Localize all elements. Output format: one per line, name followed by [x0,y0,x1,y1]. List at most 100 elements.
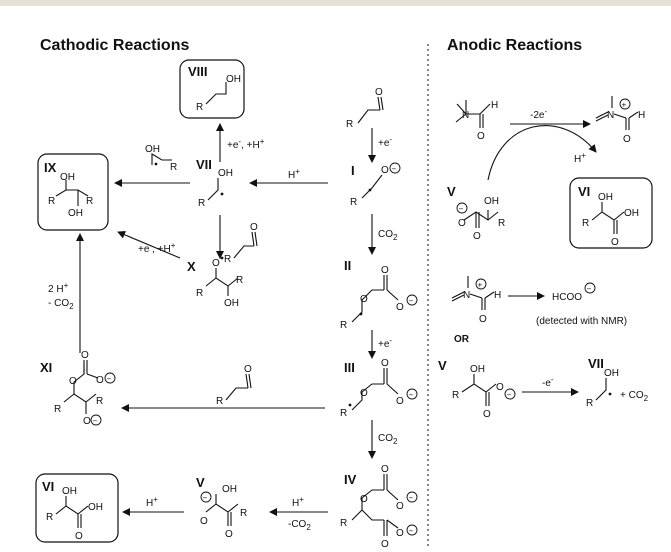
svg-text:+: + [478,281,483,290]
svg-text:N: N [462,110,469,121]
anodic-heading: Anodic Reactions [447,37,582,54]
svg-text:O: O [360,294,368,305]
cond-h-minus-co2: -CO2 [288,519,311,532]
svg-text:+: + [622,101,627,110]
cond-e-2: +e- [378,336,392,350]
svg-text:R: R [340,518,347,529]
svg-text:OH: OH [224,298,239,309]
svg-text:O: O [483,409,491,420]
svg-text:O: O [69,376,77,387]
svg-text:R: R [240,508,247,519]
svg-text:O: O [212,258,220,269]
structure-V-anodic: R OH O O − [456,196,505,242]
label-V-cathodic: V [196,475,205,490]
svg-text:R: R [452,390,459,401]
svg-text:O: O [381,265,389,276]
svg-text:R: R [54,404,61,415]
svg-text:R: R [48,196,55,207]
svg-text:O: O [623,134,631,145]
svg-text:O: O [396,528,404,539]
cond-h-1: H+ [288,167,300,181]
svg-text:R: R [216,396,223,407]
svg-text:OH: OH [145,144,160,155]
svg-text:O: O [81,350,89,361]
svg-text:R: R [346,119,353,130]
svg-text:N: N [607,110,614,121]
svg-text:H: H [494,290,501,301]
svg-text:OH: OH [624,208,639,219]
aldehyde-reagent: R O [224,222,258,265]
box-VI-anodic [569,177,653,249]
label-VII-anodic: VII [588,356,604,371]
svg-text:O: O [381,165,389,176]
cond-e-h-1: +e-, +H+ [227,137,265,151]
svg-text:−: − [459,205,464,214]
svg-text:R: R [96,396,103,407]
svg-text:R: R [46,512,53,523]
svg-text:R: R [498,218,505,229]
structure-V-anodic-2: R OH O O − [452,364,516,420]
structure-III: R O O O − [340,358,418,419]
svg-text:−: − [392,165,397,174]
svg-text:OH: OH [222,484,237,495]
structure-XI: R R O O O O − − [54,350,116,427]
cond-minus-e: -e- [542,375,554,389]
label-IV: IV [344,472,357,487]
svg-text:O: O [396,302,404,313]
svg-text:OH: OH [62,486,77,497]
cond-co2-1: CO2 [378,229,398,242]
cond-h-anodic: H+ [574,151,586,165]
svg-text:O: O [244,364,252,375]
svg-text:OH: OH [604,368,619,379]
formate-charge [584,282,596,294]
cond-h-2: H+ [292,495,304,509]
svg-text:OH: OH [598,192,613,203]
label-V-anodic: V [447,184,456,199]
structure-VI-cathodic: R OH OH O [46,486,103,542]
box-IX [37,153,109,231]
svg-text:O: O [75,531,83,542]
label-VI-cathodic: VI [42,479,54,494]
svg-text:O: O [458,218,466,229]
svg-text:−: − [93,417,98,426]
label-VI-anodic: VI [578,184,590,199]
iminium-structure-2: N H O + [451,276,501,325]
aldehyde-reagent-2: R O [216,364,252,407]
arrow-X-to-IX [117,231,181,259]
svg-text:O: O [473,231,481,242]
svg-text:R: R [170,162,177,173]
svg-text:O: O [496,382,504,393]
curved-arrow-V-to-VI [487,125,597,181]
iminium-structure: N H O + [595,96,645,145]
svg-text:−: − [107,375,112,384]
svg-text:O: O [381,539,389,550]
cond-2h: 2 H+ [48,281,69,295]
label-X: X [187,259,196,274]
svg-text:O: O [375,87,383,98]
cond-e-1: +e- [378,135,392,149]
label-II: II [344,258,351,273]
structure-VI-anodic: R OH OH O [582,192,639,248]
svg-text:O: O [200,516,208,527]
svg-text:O: O [250,222,258,233]
svg-text:N: N [463,290,470,301]
svg-text:R: R [198,198,205,209]
radical-reagent: OH R [145,144,177,173]
svg-text:−: − [409,527,414,536]
svg-text:OH: OH [470,364,485,375]
svg-text:OH: OH [226,74,241,85]
aldehyde-top: R O [346,87,384,130]
structure-VII-anodic: R OH [586,368,619,409]
formate-label: HCOO [552,292,582,303]
svg-text:−: − [203,494,208,503]
svg-text:O: O [360,388,368,399]
label-IX: IX [44,160,57,175]
svg-text:OH: OH [484,196,499,207]
svg-text:O: O [396,501,404,512]
svg-text:O: O [381,358,389,369]
cond-co2-2: CO2 [378,433,398,446]
svg-text:H: H [638,110,645,121]
cathodic-heading: Cathodic Reactions [40,37,189,54]
svg-text:−: − [409,391,414,400]
